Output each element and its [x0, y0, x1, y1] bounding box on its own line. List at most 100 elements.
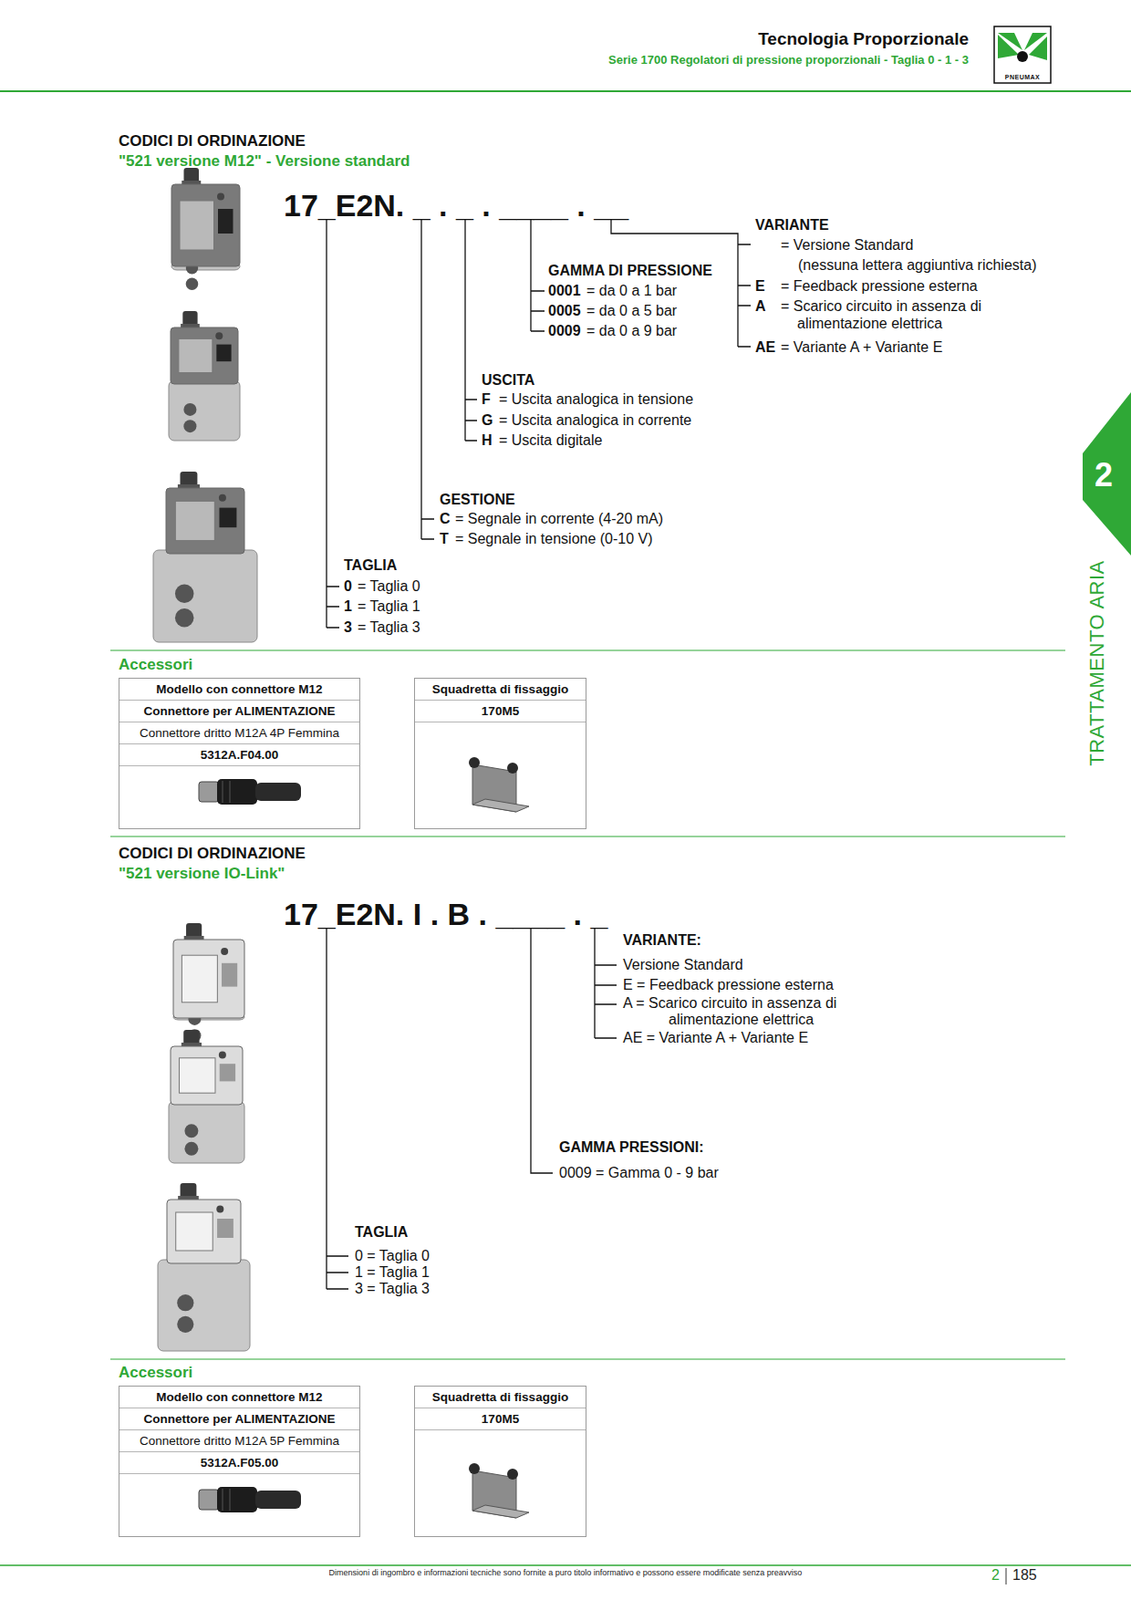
option-code: G: [481, 411, 493, 429]
valve-body: [171, 262, 240, 270]
option-description: = Taglia 1: [357, 597, 421, 615]
option-description: AE = Variante A + Variante E: [622, 1028, 809, 1047]
chapter-tab: [1082, 392, 1131, 556]
accessory-table: Squadretta di fissaggio170M5: [414, 1385, 587, 1537]
screw: [216, 1205, 224, 1214]
option-description: = Scarico circuito in assenza di aliment…: [780, 297, 1009, 333]
connector-plug: [183, 1029, 199, 1047]
section-rule: [110, 1359, 1066, 1360]
option-description: E = Feedback pressione esterna: [622, 975, 834, 994]
option-description: = Uscita analogica in corrente: [498, 411, 692, 429]
option-description: = Segnale in tensione (0-10 V): [455, 529, 654, 548]
field-heading: TAGLIA: [343, 556, 397, 574]
field-heading: TAGLIA: [354, 1223, 408, 1241]
option-description: = Taglia 0: [357, 577, 421, 595]
port: [186, 261, 199, 275]
table-cell: 170M5: [415, 700, 586, 723]
valve-body: [157, 1259, 250, 1351]
connector-plug: [182, 311, 198, 328]
bracket-illustration: [468, 757, 530, 812]
option-description: = da 0 a 1 bar: [586, 281, 677, 300]
field-heading: VARIANTE: [755, 216, 830, 234]
port: [187, 1028, 201, 1042]
valve-body: [173, 1014, 245, 1020]
company-logo: [994, 26, 1051, 84]
option-description: Versione Standard: [622, 955, 744, 974]
footer-rule: [0, 1564, 1131, 1567]
section-heading: CODICI DI ORDINAZIONE: [118, 844, 306, 863]
table-cell: 170M5: [415, 1408, 586, 1431]
chapter-title: TRATTAMENTO ARIA: [1085, 560, 1110, 767]
option-code: H: [481, 431, 493, 449]
option-code: F: [481, 390, 491, 408]
table-cell: Connettore dritto M12A 5P Femmina: [119, 1430, 360, 1453]
screw: [218, 1051, 227, 1059]
field-heading: GAMMA DI PRESSIONE: [548, 261, 713, 280]
field-heading: VARIANTE:: [622, 931, 702, 949]
option-code: 0: [343, 577, 353, 595]
screw: [218, 494, 227, 502]
accessory-table: Modello con connettore M12Connettore per…: [118, 1385, 361, 1537]
option-description: = Uscita digitale: [498, 431, 602, 449]
option-code: 0009: [548, 321, 582, 340]
electronics-head: [170, 1046, 243, 1105]
port: [183, 419, 197, 433]
label-panel: [181, 954, 218, 1003]
port: [175, 608, 195, 628]
port: [184, 1123, 198, 1138]
connector-plug: [186, 923, 202, 940]
electronics-head: [173, 939, 245, 1018]
table-cell: Modello con connettore M12: [119, 1386, 360, 1409]
option-code: 3: [343, 618, 353, 636]
connector-illustration: [198, 1486, 301, 1513]
label-panel: [178, 1058, 216, 1093]
option-description: = Segnale in corrente (4-20 mA): [455, 509, 664, 528]
option-description: = Versione Standard: [780, 236, 914, 254]
option-description: = Variante A + Variante E: [780, 338, 943, 356]
display: [216, 344, 231, 363]
label-panel: [179, 200, 215, 250]
option-description: A = Scarico circuito in assenza di alime…: [622, 995, 845, 1028]
option-code: AE: [755, 338, 776, 356]
screw: [215, 332, 223, 340]
option-code: E: [755, 277, 766, 295]
port: [184, 1141, 198, 1156]
page-separator: [1006, 1567, 1007, 1585]
bracket-illustration: [468, 1463, 530, 1518]
table-cell: 5312A.F04.00: [119, 744, 360, 767]
port: [183, 403, 197, 416]
chapter-page: 2: [991, 1566, 1000, 1584]
order-code: 17_E2N. I . B . ____ . _: [283, 896, 608, 933]
option-code: 0005: [548, 301, 582, 320]
connector-nut: [177, 1195, 199, 1202]
option-description: 3 = Taglia 3: [354, 1279, 430, 1298]
option-description: = Uscita analogica in tensione: [498, 390, 694, 408]
accessories-heading: Accessori: [118, 655, 193, 675]
option-description: = da 0 a 5 bar: [586, 301, 677, 320]
label-panel: [178, 338, 213, 373]
logo-text: PNEUMAX: [994, 73, 1051, 82]
display: [218, 508, 237, 529]
option-description: 1 = Taglia 1: [354, 1263, 430, 1281]
section-rule: [110, 650, 1066, 652]
table-cell: Modello con connettore M12: [119, 678, 360, 701]
option-description: 0 = Taglia 0: [354, 1246, 430, 1265]
page-title: Tecnologia Proporzionale: [757, 29, 969, 51]
display: [217, 208, 234, 234]
page-number: 185: [1012, 1566, 1038, 1584]
electronics-head: [166, 1199, 241, 1264]
electronics-head: [166, 487, 245, 554]
screw: [217, 193, 225, 201]
order-code: 17_E2N. _ . _ . ____ . __: [283, 187, 629, 224]
electronics-head: [170, 327, 239, 384]
screw: [220, 947, 229, 955]
display: [217, 1218, 234, 1238]
port: [176, 1316, 194, 1333]
field-heading: GESTIONE: [439, 490, 516, 509]
table-cell: Squadretta di fissaggio: [415, 678, 586, 701]
accessory-table: Squadretta di fissaggio170M5: [414, 677, 587, 830]
valve-body: [153, 549, 258, 643]
table-cell: Connettore dritto M12A 4P Femmina: [119, 722, 360, 745]
connector-plug: [184, 167, 200, 185]
option-code: A: [755, 297, 767, 315]
